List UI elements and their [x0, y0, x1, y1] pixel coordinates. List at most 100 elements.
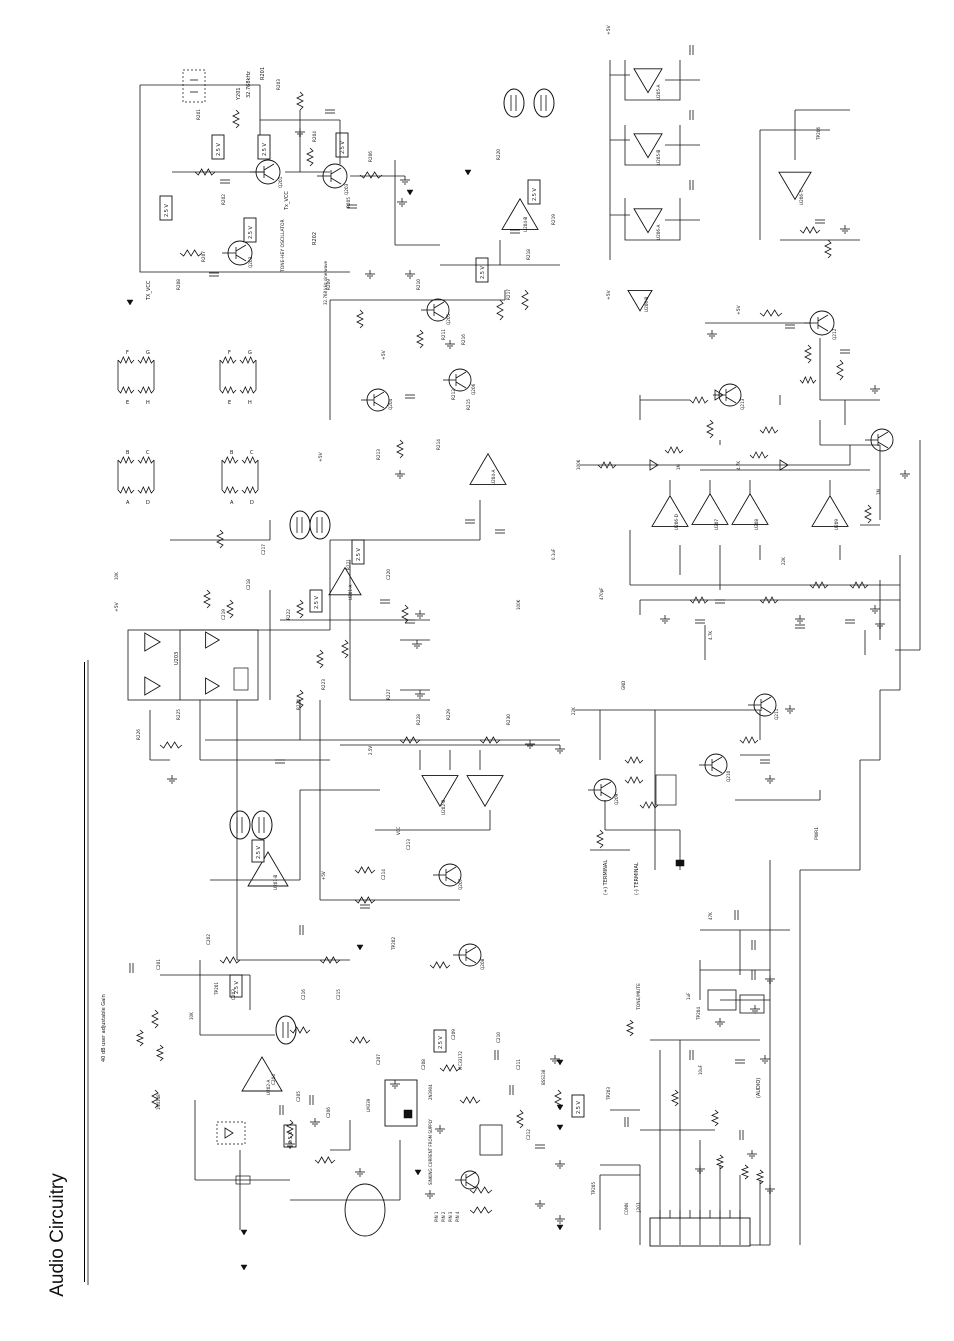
resistor-symbol	[469, 1186, 493, 1194]
diode-symbol	[224, 1127, 234, 1139]
transistor-symbol	[725, 386, 737, 394]
buffer-transistor	[330, 167, 342, 175]
oscillator-transistor	[263, 173, 275, 181]
resistor-symbol	[469, 1206, 493, 1214]
transistor-label: Q213	[740, 398, 745, 410]
callout-circle	[229, 810, 251, 840]
voltage-box-label: 2.5 V	[256, 845, 262, 859]
voltage-box-label: 2.5 V	[532, 187, 538, 201]
tone-out-label: TONE/MUTE	[636, 983, 642, 1011]
capacitor-label: C202	[206, 934, 211, 945]
resistor-label: R210	[416, 279, 421, 290]
capacitor-label: C208	[421, 1059, 426, 1070]
capacitor-label: C207	[376, 1054, 381, 1065]
voltage-box	[433, 1029, 447, 1053]
schematic-label: D	[250, 500, 254, 506]
resistor-symbol	[836, 359, 844, 381]
transistor-label: Q210	[726, 770, 731, 782]
voltage-box	[283, 1124, 297, 1148]
capacitor-label: C209	[451, 1029, 456, 1040]
resistor-symbol	[755, 1169, 765, 1185]
schematic-label: J201	[636, 1202, 642, 1213]
transistor-label: Q206	[471, 383, 476, 395]
resistor-symbol	[221, 486, 239, 494]
opamp-label: U203	[174, 652, 180, 665]
schematic-label: Y201	[236, 87, 242, 101]
schematic-label: F	[228, 350, 231, 356]
resistor-symbol	[117, 356, 135, 364]
resistor-symbol	[117, 486, 135, 494]
capacitor-label: C204	[271, 1074, 276, 1085]
resistor-symbol	[289, 1026, 311, 1034]
transistor-symbol	[445, 866, 457, 874]
opamp-label: U209	[834, 519, 839, 530]
resistor-label: R226	[136, 729, 141, 740]
value-label: 10uF	[698, 1064, 703, 1075]
resistor-label: R201	[196, 109, 201, 120]
transistor-label: Q203	[344, 183, 349, 195]
connector	[235, 1175, 251, 1185]
capacitor-label: C216	[301, 989, 306, 1000]
q211-transistor	[760, 706, 772, 714]
schematic-label: B	[230, 450, 234, 456]
voltage-box	[475, 257, 489, 283]
opamp-label: U205-B	[656, 150, 661, 165]
voltage-box	[309, 589, 323, 613]
voltage-box	[335, 132, 349, 158]
resistor-symbol	[316, 649, 324, 669]
resistor-symbol	[137, 386, 155, 394]
resistor-symbol	[241, 456, 259, 464]
opamp-label: U202-A	[266, 1080, 271, 1095]
resistor-symbol	[496, 299, 504, 321]
diode-bridge	[216, 1121, 246, 1145]
tone-transistor	[235, 254, 247, 262]
resistor-symbol	[232, 109, 240, 129]
resistor-label: R208	[176, 279, 181, 290]
capacitor-label: C206	[326, 1107, 331, 1118]
pin-note: PIN 2	[441, 1211, 446, 1222]
comparator-box	[233, 667, 249, 691]
resistor-label: R216	[461, 334, 466, 345]
capacitor-label: C203	[231, 989, 236, 1000]
schematic-label: R201	[260, 67, 266, 80]
resistor-label: R212	[451, 389, 456, 400]
resistor-label: R224	[296, 699, 301, 710]
capacitor-label: C218	[246, 579, 251, 590]
resistor-symbol	[117, 386, 135, 394]
resistor-symbol	[179, 249, 203, 257]
opamp-label: U206-A	[656, 225, 661, 240]
resistor-symbol	[159, 741, 183, 749]
value-label: LM339	[366, 1098, 371, 1112]
q209-transistor	[600, 781, 612, 789]
resistor-label: R219	[551, 214, 556, 225]
title-rule	[84, 662, 85, 1282]
u203-package	[127, 629, 259, 701]
transistor-symbol	[465, 1181, 477, 1189]
value-label: 1M	[676, 463, 681, 470]
resistor-label: R230	[506, 714, 511, 725]
resistor-symbol	[521, 289, 529, 311]
capacitor-label: C219	[221, 609, 226, 620]
capacitor-label: C214	[381, 869, 386, 880]
connector-arrow	[414, 1169, 422, 1176]
resistor-label: R229	[446, 709, 451, 720]
supply-label: +5V	[318, 451, 324, 462]
wire	[624, 198, 681, 241]
resistor-label: R217	[506, 289, 511, 300]
resistor-label: R214	[436, 439, 441, 450]
transistor-label: Q205	[446, 313, 451, 325]
transistor-symbol	[433, 311, 445, 319]
resistor-symbol	[136, 1029, 144, 1047]
voltage-box	[571, 1094, 585, 1118]
neg-terminal-label: (-) TERMINAL	[634, 862, 640, 895]
resistor-symbol	[799, 226, 821, 234]
callout-circle	[309, 510, 331, 540]
capacitor-label: C211	[516, 1059, 521, 1070]
value-label: +5V	[321, 871, 326, 880]
opamp-symbol	[778, 171, 812, 201]
resistor-symbol	[664, 446, 684, 454]
resistor-symbol	[596, 829, 604, 849]
resistor-symbol	[241, 486, 259, 494]
opamp-symbol	[205, 677, 221, 695]
